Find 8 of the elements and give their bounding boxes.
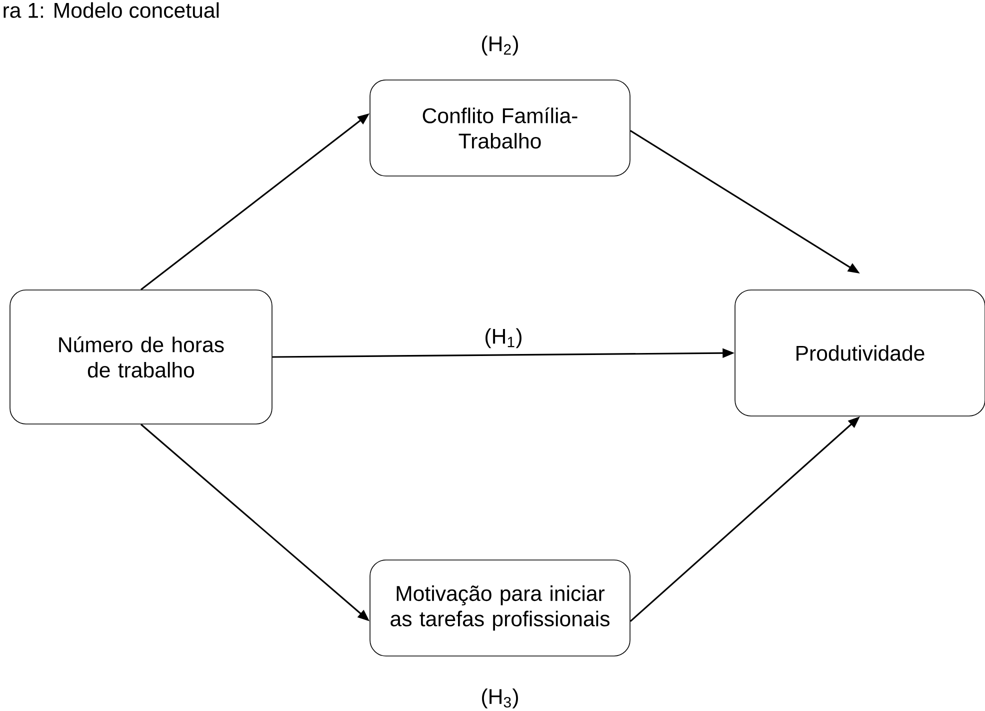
rounded-box: Conflito Família-Trabalho	[370, 80, 630, 176]
edge-label: (H$_{1}$)	[482, 326, 524, 350]
rounded-box: Produtividade	[734, 290, 985, 416]
hypothesis-label: (H$_{3}$)	[482, 688, 518, 708]
title: ra 1: Modelo concetual	[4, 2, 219, 18]
rounded-box: Motivação para iniciar as tarefas profissionais	[370, 560, 630, 656]
hypothesis-label: (H$_{2}$)	[482, 36, 518, 56]
rounded-box: Número de horas de trabalho	[10, 290, 272, 424]
